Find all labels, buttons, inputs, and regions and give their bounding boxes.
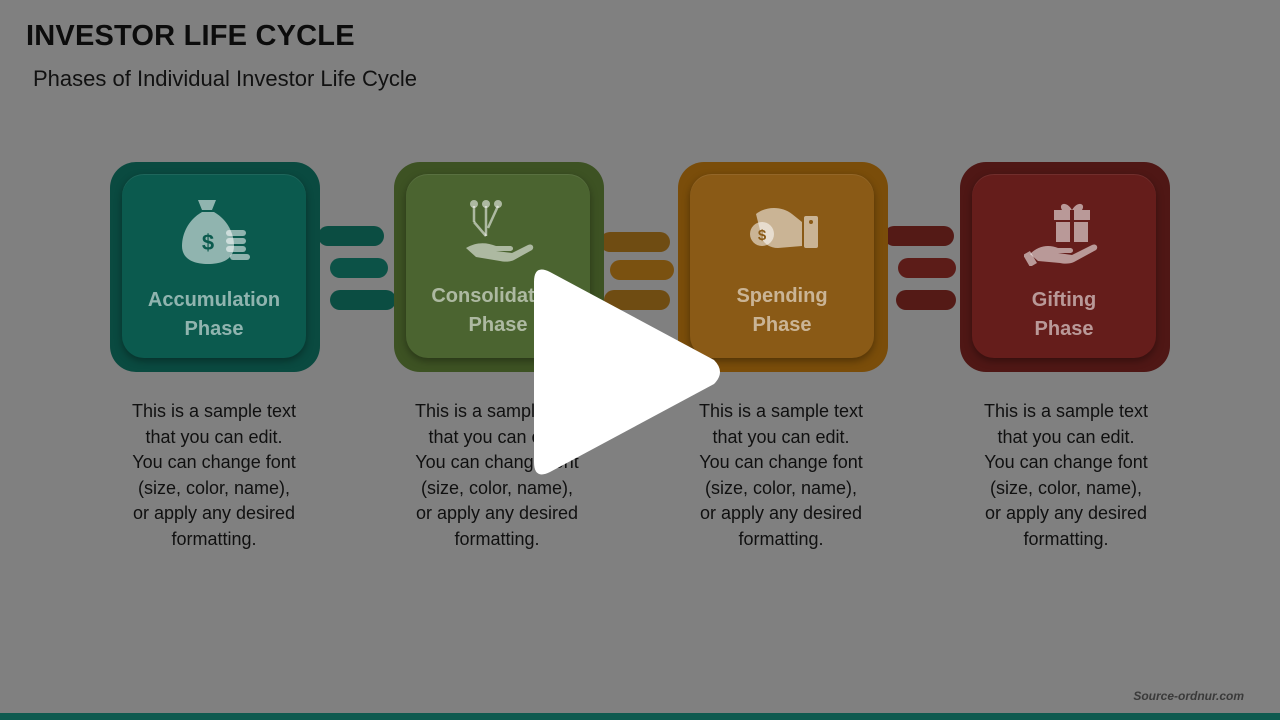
connector-2a [600,232,670,252]
svg-text:$: $ [758,227,767,244]
phase-description-consolidation: This is a sample text that you can edit.… [414,401,580,549]
phase-name: Accumulation Phase [147,289,281,340]
phase-card-inner: $ Accumulation Phase [122,174,306,358]
source-credit: Source-ordnur.com [1133,689,1244,703]
phase-card-inner: $ Spending Phase [690,174,874,358]
connector-2c [604,290,670,310]
phase-description-spending: This is a sample text that you can edit.… [698,401,864,549]
svg-text:$: $ [202,230,214,255]
connector-1b [330,258,388,278]
connector-1c [330,290,396,310]
money-bag-icon: $ [182,200,250,264]
bottom-bar [0,713,1280,720]
play-icon[interactable] [528,264,728,480]
phase-card-gifting[interactable]: Gifting Phase [960,162,1170,372]
phase-card-accumulation[interactable]: $ Accumulation Phase [110,162,320,372]
phase-name: Consolidation Phase [431,285,565,336]
connector-3c [896,290,956,310]
connector-3a [884,226,954,246]
hand-network-icon [466,200,534,262]
phase-card-inner: Gifting Phase [972,174,1156,358]
gift-hand-icon [1024,203,1098,266]
connector-3b [898,258,956,278]
phase-description-accumulation: This is a sample text that you can edit.… [131,401,297,549]
hand-coin-icon: $ [750,208,818,248]
connector-2b [610,260,674,280]
slide-subtitle: Phases of Individual Investor Life Cycle [33,66,417,91]
connector-1a [318,226,384,246]
slide-title: INVESTOR LIFE CYCLE [26,20,355,52]
phase-name: Spending Phase [736,285,828,336]
phase-card-spending[interactable]: $ Spending Phase [678,162,888,372]
phase-description-gifting: This is a sample text that you can edit.… [983,401,1149,549]
phase-name: Gifting Phase [1031,289,1097,340]
